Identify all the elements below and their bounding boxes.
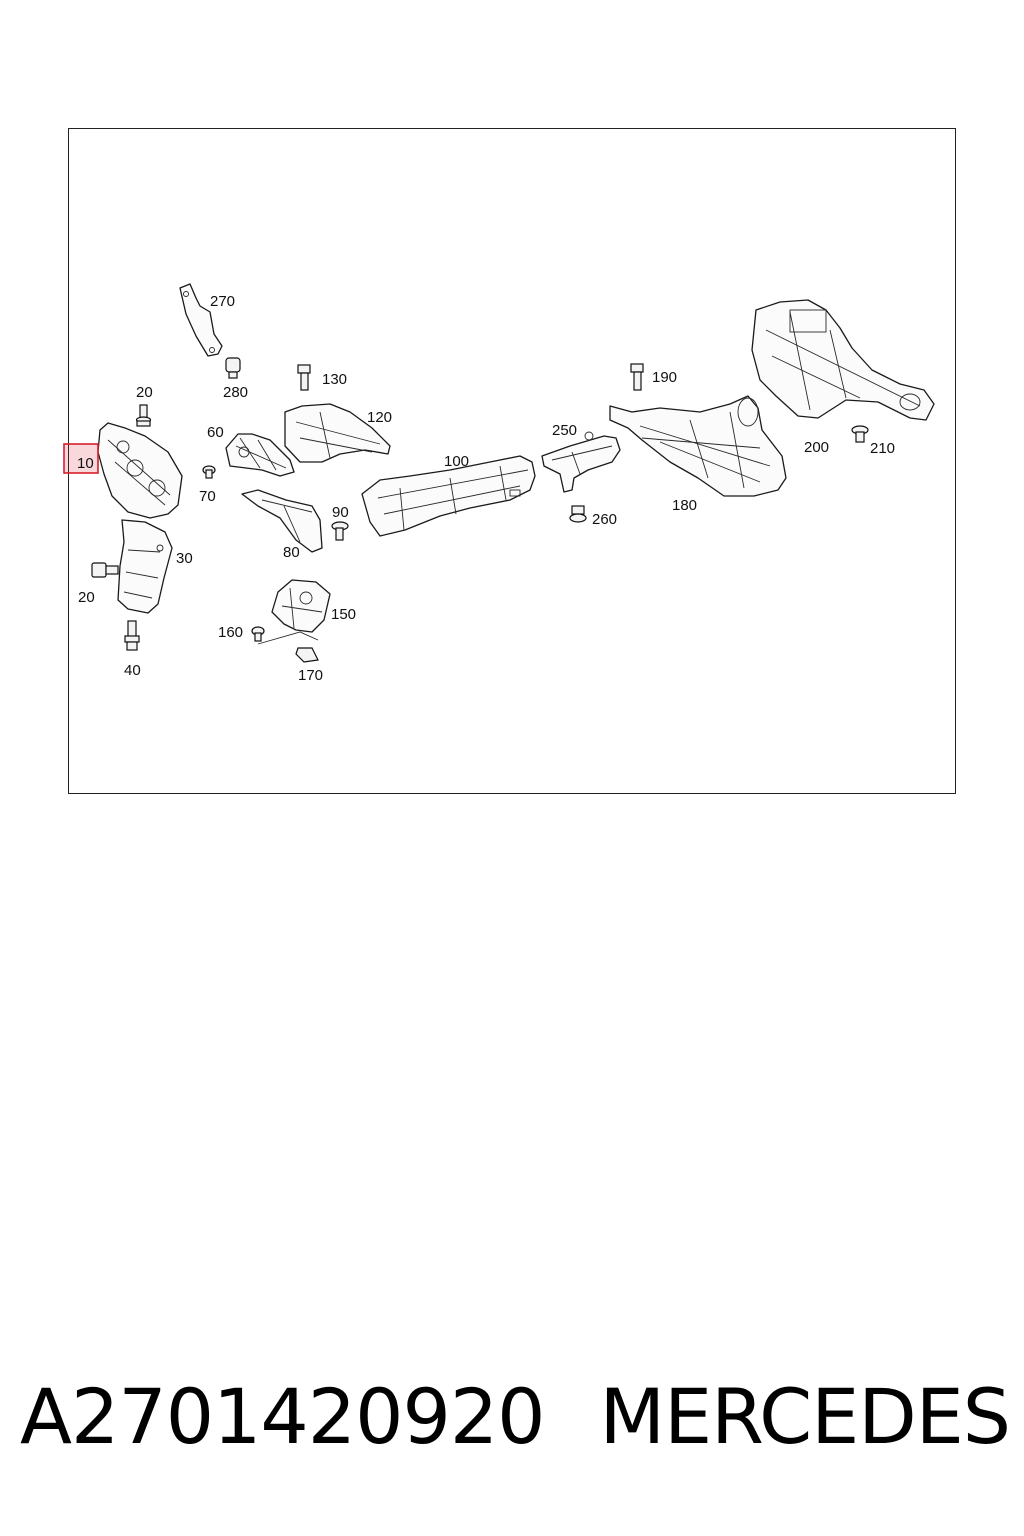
- callout-250: 250: [552, 422, 577, 439]
- callout-90: 90: [332, 504, 349, 521]
- part-150-bracket[interactable]: [271, 579, 331, 633]
- bolt-40[interactable]: [124, 620, 140, 651]
- callout-120: 120: [367, 409, 392, 426]
- part-60-bracket[interactable]: [225, 433, 295, 477]
- callout-80: 80: [283, 544, 300, 561]
- callout-70: 70: [199, 488, 216, 505]
- callout-180: 180: [672, 497, 697, 514]
- screw-160[interactable]: [251, 626, 265, 642]
- bracket-150-arm: [257, 631, 319, 645]
- callout-210: 210: [870, 440, 895, 457]
- part-250-shield[interactable]: [541, 431, 621, 493]
- part-270-bracket[interactable]: [179, 283, 223, 357]
- nut-280[interactable]: [225, 357, 241, 379]
- part-180-rear-shield[interactable]: [609, 395, 787, 497]
- callout-130: 130: [322, 371, 347, 388]
- part-number: A2701420920: [20, 1372, 546, 1461]
- brand-name: MERCEDES: [599, 1372, 1011, 1461]
- caption: A2701420920 MERCEDES: [20, 1372, 1011, 1461]
- part-200-muffler-shield[interactable]: [751, 299, 935, 421]
- washer-70[interactable]: [202, 465, 216, 479]
- callout-20-lower: 20: [78, 589, 95, 606]
- callout-20-upper: 20: [136, 384, 153, 401]
- part-120-heat-shield[interactable]: [284, 403, 391, 463]
- callout-270: 270: [210, 293, 235, 310]
- bolt-20-upper[interactable]: [135, 404, 152, 427]
- bolt-130[interactable]: [297, 364, 311, 391]
- highlight-box-part-10[interactable]: [63, 443, 99, 474]
- callout-100: 100: [444, 453, 469, 470]
- callout-10: 10: [77, 455, 94, 472]
- callout-160: 160: [218, 624, 243, 641]
- callout-150: 150: [331, 606, 356, 623]
- callout-190: 190: [652, 369, 677, 386]
- part-30-lower-shield[interactable]: [117, 519, 173, 614]
- part-80-bracket[interactable]: [241, 489, 323, 553]
- callout-60: 60: [207, 424, 224, 441]
- clip-210[interactable]: [851, 425, 869, 443]
- callout-260: 260: [592, 511, 617, 528]
- callout-280: 280: [223, 384, 248, 401]
- part-10-heat-shield[interactable]: [97, 422, 183, 519]
- screw-90[interactable]: [331, 521, 349, 541]
- nut-260[interactable]: [569, 505, 587, 523]
- bolt-20-lower[interactable]: [91, 562, 119, 578]
- part-100-tunnel-shield[interactable]: [361, 455, 536, 537]
- callout-200: 200: [804, 439, 829, 456]
- clip-170[interactable]: [295, 647, 319, 663]
- bolt-190[interactable]: [630, 363, 644, 391]
- callout-30: 30: [176, 550, 193, 567]
- callout-40: 40: [124, 662, 141, 679]
- callout-170: 170: [298, 667, 323, 684]
